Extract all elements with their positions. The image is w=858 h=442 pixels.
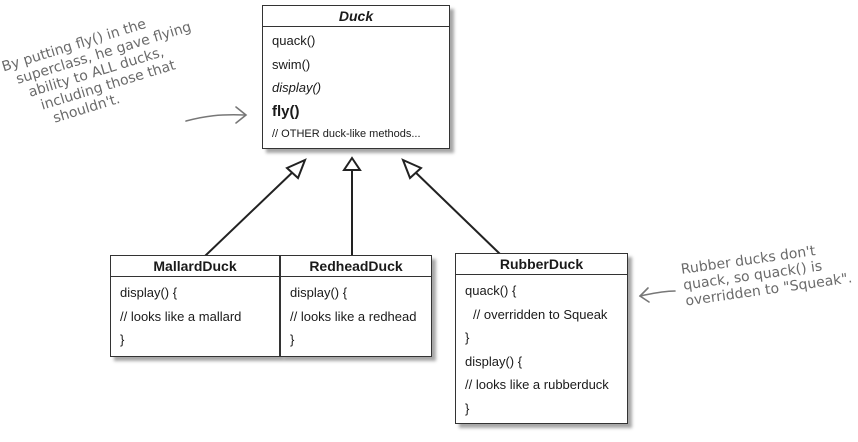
mallard-duck-class-body: display() { // looks like a mallard }: [111, 277, 279, 356]
right-note-arrowhead: [638, 287, 650, 303]
redhead-line-comment: // looks like a redhead: [290, 308, 417, 324]
mallard-inheritance-arrowhead: [285, 158, 307, 180]
rubber-duck-class-body: quack() { // overridden to Squeak } disp…: [456, 275, 627, 424]
duck-class-box[interactable]: Duck quack() swim() display() fly() // O…: [262, 5, 450, 149]
rubber-line-display-comment: // looks like a rubberduck: [465, 377, 609, 392]
rubber-line-display: display() {: [465, 353, 523, 369]
duck-method-fly: fly(): [272, 102, 300, 120]
duck-class-title: Duck: [263, 6, 449, 27]
mallard-duck-class-box[interactable]: MallardDuck display() { // looks like a …: [110, 255, 280, 357]
duck-method-swim: swim(): [272, 56, 311, 72]
mallard-inheritance-line: [204, 167, 298, 257]
redhead-inheritance-arrowhead: [342, 156, 362, 171]
mallard-duck-class-title: MallardDuck: [111, 256, 279, 277]
rubber-inheritance-arrowhead: [401, 158, 423, 180]
left-note-arrowhead: [235, 106, 248, 124]
right-note-arrow: [639, 290, 676, 297]
redhead-line-display: display() {: [290, 285, 348, 300]
rubber-line-quack-close: }: [465, 330, 470, 345]
duck-method-quack: quack(): [272, 33, 316, 48]
left-note-arrow: [185, 113, 246, 122]
redhead-line-close: }: [290, 332, 295, 347]
rubber-line-quack: quack() {: [465, 283, 517, 298]
duck-other-methods: // OTHER duck-like methods...: [272, 128, 421, 140]
duck-class-methods: quack() swim() display() fly() // OTHER …: [263, 27, 449, 151]
mallard-line-close: }: [120, 332, 125, 347]
duck-method-display: display(): [272, 80, 322, 95]
mallard-line-display: display() {: [120, 285, 178, 300]
mallard-line-comment: // looks like a mallard: [120, 308, 242, 324]
rubber-inheritance-line: [410, 167, 501, 255]
redhead-duck-class-title: RedheadDuck: [281, 256, 431, 277]
rubber-duck-class-title: RubberDuck: [456, 254, 627, 275]
rubber-duck-class-box[interactable]: RubberDuck quack() { // overridden to Sq…: [455, 253, 628, 424]
redhead-duck-class-body: display() { // looks like a redhead }: [281, 277, 431, 356]
redhead-duck-class-box[interactable]: RedheadDuck display() { // looks like a …: [280, 255, 432, 357]
rubber-line-display-close: }: [465, 400, 470, 416]
rubber-line-quack-comment: // overridden to Squeak: [473, 306, 608, 322]
